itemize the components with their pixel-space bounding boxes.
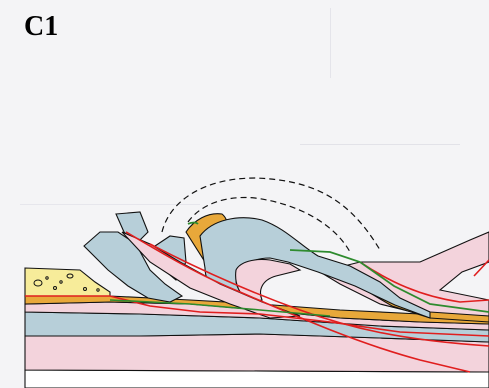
base-white-layer — [25, 370, 489, 388]
yellow-conglomerate-layer — [25, 268, 110, 296]
